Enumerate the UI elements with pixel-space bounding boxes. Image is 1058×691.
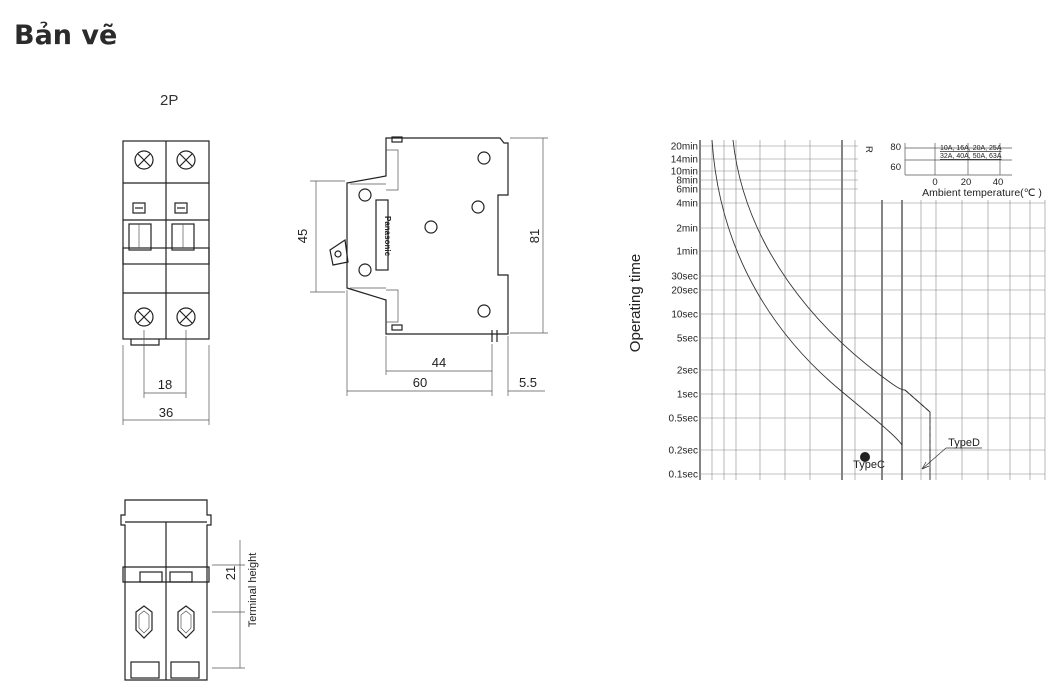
side-view: Panasonic xyxy=(310,136,548,396)
terminal-screw-icon xyxy=(134,307,154,327)
y-tick-label: 1sec xyxy=(677,390,698,401)
pole-label: 2P xyxy=(160,92,179,109)
trip-curves xyxy=(711,139,982,480)
y-tick-label: 20sec xyxy=(671,286,698,297)
brand-label: Panasonic xyxy=(383,216,392,257)
dim-60: 60 xyxy=(413,375,427,390)
y-tick-label: 0.2sec xyxy=(669,446,698,457)
dim-44: 44 xyxy=(432,355,446,370)
y-tick-label: 5sec xyxy=(677,334,698,345)
y-tick-label: 14min xyxy=(671,155,698,166)
y-tick-label: 20min xyxy=(671,142,698,153)
terminal-screw-icon xyxy=(134,150,154,170)
terminal-screw-icon xyxy=(176,150,196,170)
terminal-height-label: Terminal height xyxy=(247,553,259,628)
y-tick-label: 2sec xyxy=(677,366,698,377)
inset-legend: 32A, 40A, 50A, 63A xyxy=(940,153,1002,160)
dim-45: 45 xyxy=(295,229,310,243)
y-tick-label: 1min xyxy=(676,247,698,258)
y-tick-label: 0.1sec xyxy=(669,470,698,481)
page-title: Bản vẽ xyxy=(14,20,118,51)
y-tick-label: 30sec xyxy=(671,272,698,283)
inset-xtick: 20 xyxy=(961,177,972,188)
inset-r-label: R xyxy=(863,146,874,153)
inset-ytick: 80 xyxy=(890,142,901,153)
operating-time-label: Operating time xyxy=(627,254,644,352)
terminal-screw-icon xyxy=(176,307,196,327)
y-tick-label: 6min xyxy=(676,185,698,196)
y-tick-label: 2min xyxy=(676,224,698,235)
inset-legend: 10A, 16A, 20A, 25A xyxy=(940,145,1002,152)
inset-ytick: 60 xyxy=(890,162,901,173)
curve-label-typec: TypeC xyxy=(853,459,885,471)
dim-81: 81 xyxy=(527,229,542,243)
inset-xlabel: Ambient temperature(℃ ) xyxy=(922,187,1042,199)
curve-label-typed: TypeD xyxy=(948,437,980,449)
y-tick-label: 0.5sec xyxy=(669,414,698,425)
inset-xtick: 0 xyxy=(932,177,937,188)
temperature-inset xyxy=(858,138,1048,200)
dim-pitch: 18 xyxy=(158,377,172,392)
bottom-view xyxy=(120,499,245,681)
dim-width: 36 xyxy=(159,405,173,420)
y-tick-label: 10sec xyxy=(671,310,698,321)
y-tick-label: 8min xyxy=(676,176,698,187)
y-tick-label: 4min xyxy=(676,199,698,210)
typec-marker-icon xyxy=(860,452,870,462)
front-view xyxy=(122,140,210,425)
dim-21: 21 xyxy=(223,566,238,580)
inset-xtick: 40 xyxy=(993,177,1004,188)
y-tick-label: 10min xyxy=(671,167,698,178)
dim-5-5: 5.5 xyxy=(519,375,537,390)
